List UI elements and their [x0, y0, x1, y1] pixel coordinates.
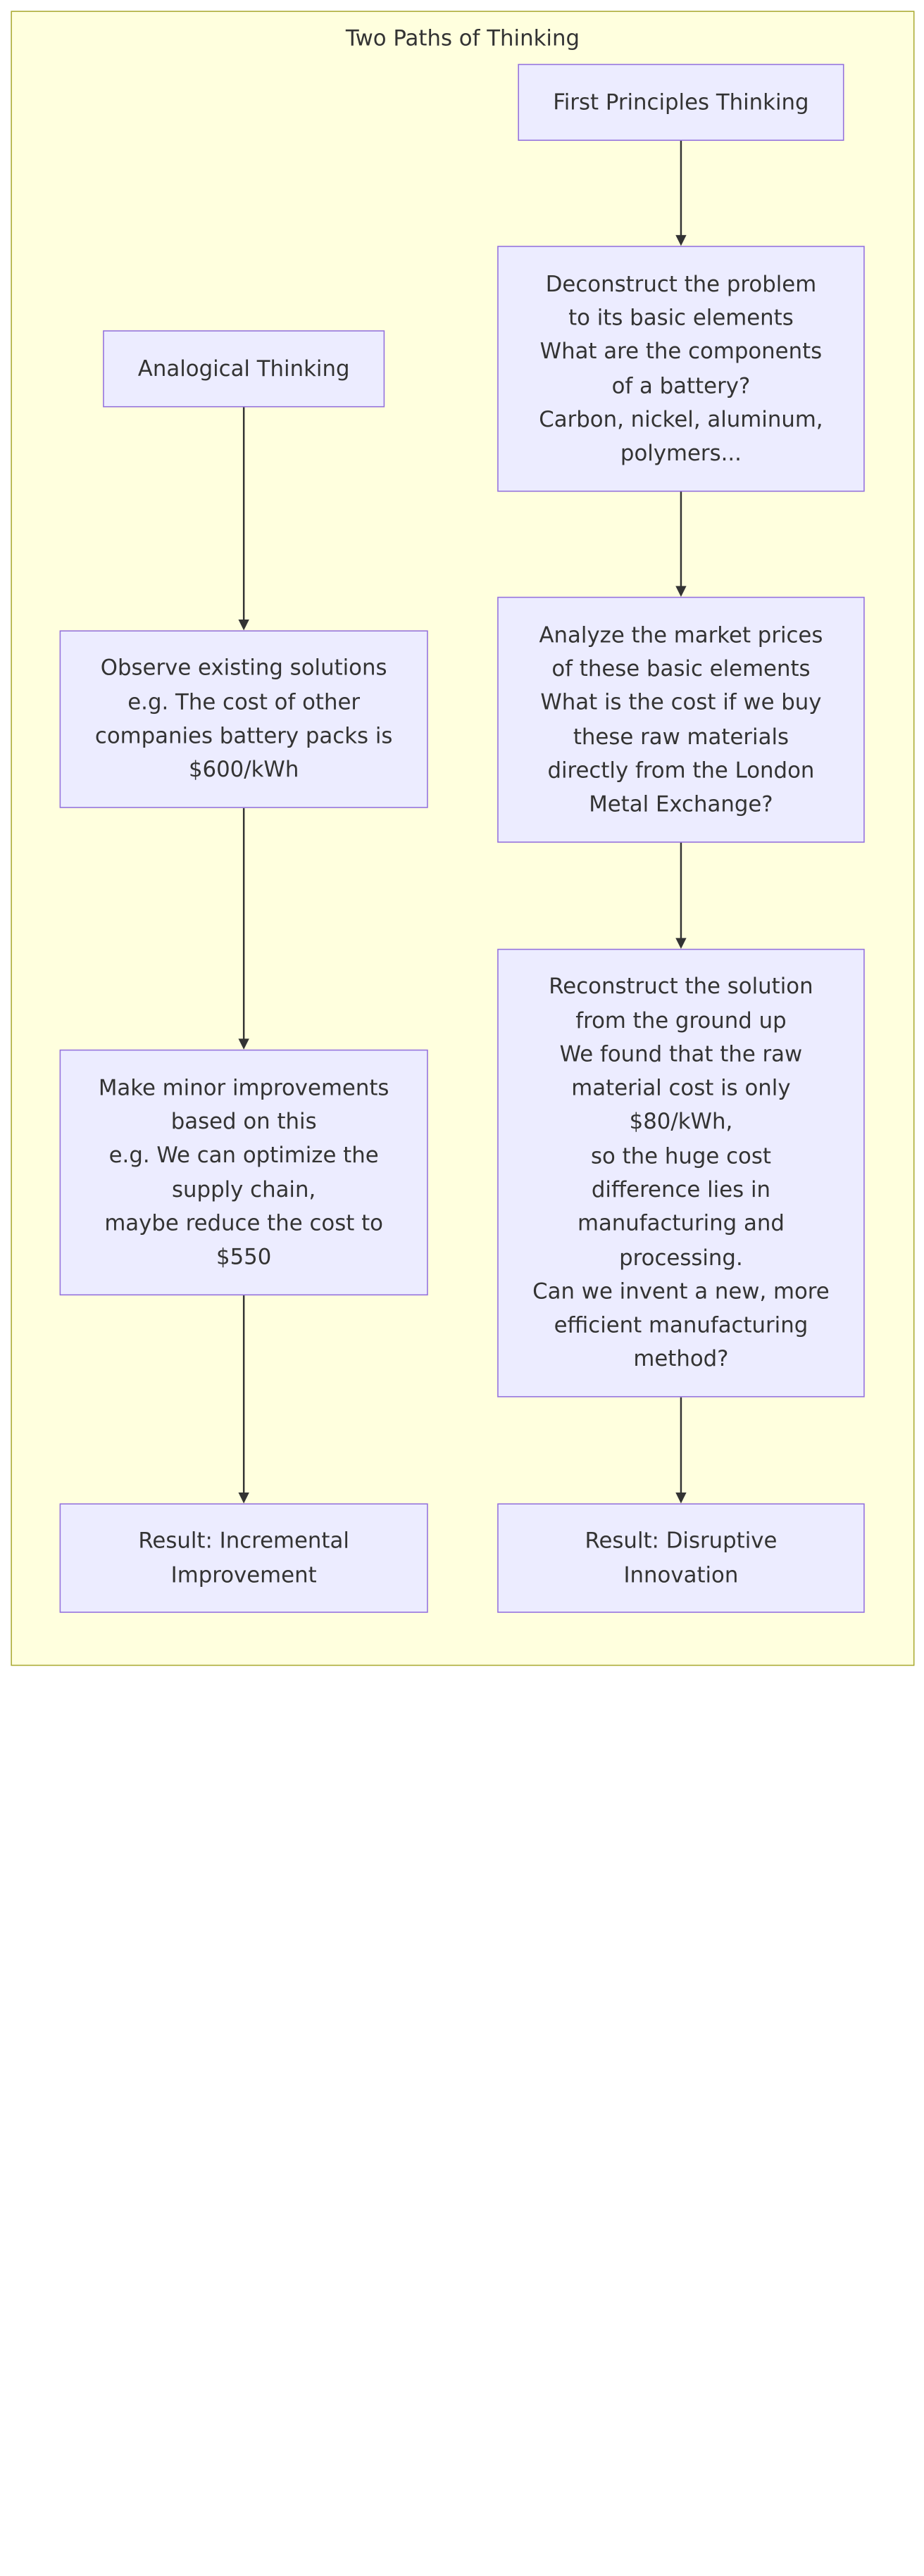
node-text-line: Make minor improvements: [98, 1074, 389, 1100]
node-text-line: so the huge cost: [590, 1142, 771, 1169]
node-observe-existing-solutions: Observe existing solutions e.g. The cost …: [59, 630, 428, 808]
node-text-line: Analyze the market prices: [539, 621, 823, 648]
node-text-line: First Principles Thinking: [553, 88, 809, 115]
node-text-line: Carbon, nickel, aluminum,: [539, 406, 823, 432]
node-analyze-market-prices: Analyze the market prices of these basic …: [497, 596, 865, 843]
node-reconstruct-solution: Reconstruct the solution from the ground …: [497, 948, 865, 1397]
node-text-line: directly from the London: [547, 757, 815, 784]
node-text-line: manufacturing and: [577, 1210, 785, 1236]
edge-arrowhead: [675, 234, 687, 246]
node-text-line: Result: Incremental: [138, 1527, 349, 1554]
node-text-line: What is the cost if we buy: [540, 689, 822, 715]
node-text-line: Reconstruct the solution: [549, 972, 813, 999]
edge-arrowhead: [675, 938, 687, 949]
node-text-line: maybe reduce the cost to: [104, 1210, 383, 1236]
node-first-principles-thinking: First Principles Thinking: [518, 63, 844, 142]
node-text-line: supply chain,: [172, 1176, 316, 1202]
node-text-line: efficient manufacturing: [554, 1312, 808, 1338]
node-text-line: of these basic elements: [551, 655, 811, 681]
node-make-minor-improvements: Make minor improvements based on this e.g.…: [59, 1049, 428, 1296]
node-text-line: method?: [633, 1345, 729, 1372]
node-text-line: e.g. We can optimize the: [108, 1141, 379, 1168]
node-text-line: material cost is only: [571, 1074, 791, 1101]
node-text-line: based on this: [170, 1107, 317, 1134]
node-text-line: Deconstruct the problem: [545, 270, 817, 296]
node-text-line: polymers...: [620, 439, 742, 466]
node-text-line: Can we invent a new, more: [532, 1278, 830, 1305]
edges-layer: [238, 141, 687, 1504]
node-text-line: Improvement: [170, 1561, 317, 1588]
node-text-line: What are the components: [539, 338, 823, 365]
node-deconstruct-problem: Deconstruct the problem to its basic elem…: [497, 246, 865, 492]
node-text-line: difference lies in: [591, 1176, 771, 1202]
edge-arrowhead: [238, 1038, 249, 1050]
node-text-line: $600/kWh: [188, 756, 299, 783]
node-text-line: Result: Disruptive: [585, 1527, 778, 1554]
node-text-line: $550: [216, 1243, 272, 1270]
node-text-line: from the ground up: [575, 1007, 787, 1033]
node-text-line: e.g. The cost of other: [127, 689, 361, 715]
node-text-line: Observe existing solutions: [100, 654, 387, 681]
node-analogical-thinking: Analogical Thinking: [103, 330, 385, 408]
cluster-title: Two Paths of Thinking: [345, 25, 580, 51]
node-text-line: of a battery?: [611, 372, 751, 398]
node-text-line: companies battery packs is: [94, 722, 393, 749]
node-text-line: Innovation: [623, 1561, 739, 1588]
edge-arrowhead: [675, 1493, 687, 1504]
node-text-line: processing.: [619, 1244, 743, 1271]
node-text-line: these raw materials: [573, 722, 789, 749]
node-text-line: $80/kWh,: [629, 1108, 733, 1135]
node-text-line: Metal Exchange?: [589, 791, 773, 817]
edge-arrowhead: [238, 620, 249, 631]
node-text-line: to its basic elements: [568, 304, 794, 331]
node-text-line: We found that the raw: [559, 1041, 803, 1067]
node-text-line: Analogical Thinking: [137, 355, 350, 382]
edge-arrowhead: [238, 1493, 249, 1504]
edge-arrowhead: [675, 586, 687, 597]
